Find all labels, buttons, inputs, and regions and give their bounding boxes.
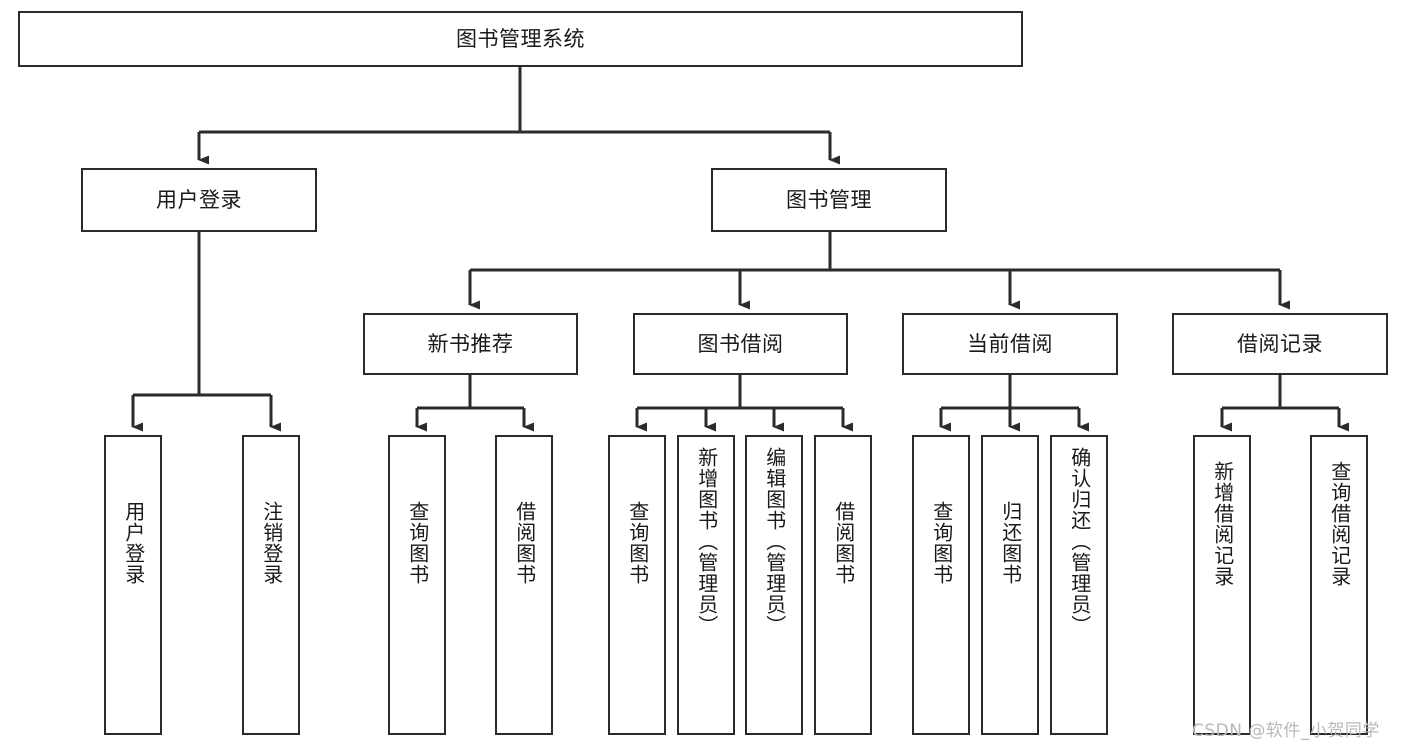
node-label: 图书管理 bbox=[786, 187, 872, 212]
node-new-book-recommend[interactable]: 新书推荐 bbox=[363, 313, 578, 375]
node-leaf-query-borrow-record[interactable]: 查询借阅记录 bbox=[1310, 435, 1368, 735]
node-leaf-add-borrow-record[interactable]: 新增借阅记录 bbox=[1193, 435, 1251, 735]
node-label: 编辑图书（管理员） bbox=[762, 447, 787, 636]
node-label: 新书推荐 bbox=[427, 331, 514, 356]
node-label: 新增图书（管理员） bbox=[694, 447, 719, 636]
node-book-management[interactable]: 图书管理 bbox=[711, 168, 947, 232]
node-label: 图书借阅 bbox=[697, 331, 784, 356]
csdn-watermark: CSDN @软件_小贺同学 bbox=[1192, 721, 1380, 741]
node-leaf-return-book[interactable]: 归还图书 bbox=[981, 435, 1039, 735]
node-user-login[interactable]: 用户登录 bbox=[81, 168, 317, 232]
node-leaf-logout[interactable]: 注销登录 bbox=[242, 435, 300, 735]
node-leaf-borrow-book[interactable]: 借阅图书 bbox=[814, 435, 872, 735]
node-label: 查询图书 bbox=[405, 501, 430, 585]
node-label: 用户登录 bbox=[156, 187, 242, 212]
node-leaf-add-book-admin[interactable]: 新增图书（管理员） bbox=[677, 435, 735, 735]
node-label: 确认归还（管理员） bbox=[1067, 447, 1092, 636]
node-leaf-borrow-book-recommend[interactable]: 借阅图书 bbox=[495, 435, 553, 735]
node-current-borrow[interactable]: 当前借阅 bbox=[902, 313, 1118, 375]
node-leaf-confirm-return-admin[interactable]: 确认归还（管理员） bbox=[1050, 435, 1108, 735]
node-label: 当前借阅 bbox=[967, 331, 1053, 356]
node-leaf-query-book-borrow[interactable]: 查询图书 bbox=[608, 435, 666, 735]
node-label: 新增借阅记录 bbox=[1210, 461, 1235, 587]
node-book-borrow[interactable]: 图书借阅 bbox=[633, 313, 848, 375]
node-label: 借阅图书 bbox=[512, 501, 537, 585]
node-label: 用户登录 bbox=[121, 501, 146, 585]
node-label: 图书管理系统 bbox=[456, 26, 585, 51]
node-label: 归还图书 bbox=[998, 501, 1023, 585]
node-label: 借阅记录 bbox=[1237, 331, 1323, 356]
node-leaf-edit-book-admin[interactable]: 编辑图书（管理员） bbox=[745, 435, 803, 735]
node-label: 查询图书 bbox=[929, 501, 954, 585]
node-label: 借阅图书 bbox=[831, 501, 856, 585]
node-root-book-management-system[interactable]: 图书管理系统 bbox=[18, 11, 1023, 67]
node-borrow-record[interactable]: 借阅记录 bbox=[1172, 313, 1388, 375]
node-leaf-user-login[interactable]: 用户登录 bbox=[104, 435, 162, 735]
node-label: 查询借阅记录 bbox=[1327, 461, 1352, 587]
node-leaf-query-book-current[interactable]: 查询图书 bbox=[912, 435, 970, 735]
node-label: 注销登录 bbox=[259, 501, 284, 585]
node-label: 查询图书 bbox=[625, 501, 650, 585]
node-leaf-query-book-recommend[interactable]: 查询图书 bbox=[388, 435, 446, 735]
